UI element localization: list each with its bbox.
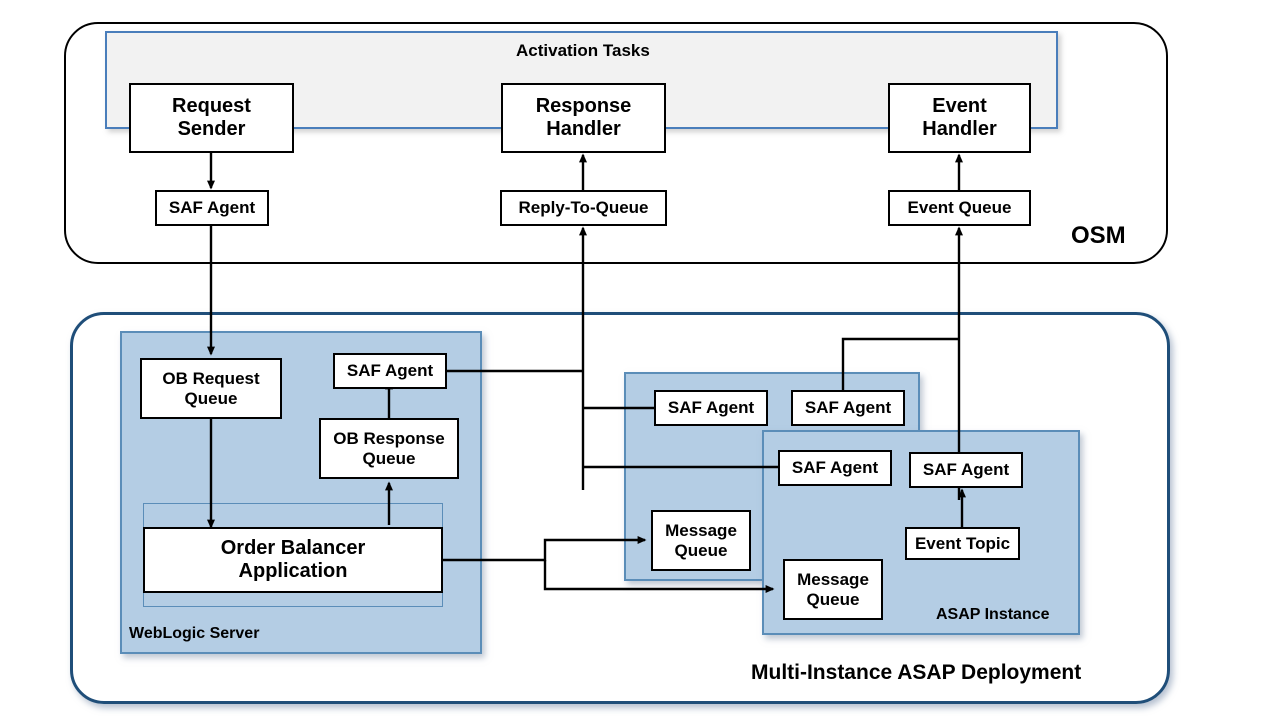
node-ob-response-queue[interactable]: OB Response Queue bbox=[319, 418, 459, 479]
node-reply-to-queue[interactable]: Reply-To-Queue bbox=[500, 190, 667, 226]
node-asap-front-event-topic[interactable]: Event Topic bbox=[905, 527, 1020, 560]
node-asap-back-saf-agent-left[interactable]: SAF Agent bbox=[654, 390, 768, 426]
node-asap-back-message-queue[interactable]: Message Queue bbox=[651, 510, 751, 571]
node-event-handler[interactable]: Event Handler bbox=[888, 83, 1031, 153]
multi-instance-asap-deployment-container bbox=[70, 312, 1170, 704]
connector-order-balancer-to-message-queue-front bbox=[543, 560, 775, 593]
asap-instance-front-label: ASAP Instance bbox=[936, 606, 1050, 623]
connector-asap-back-saf-right-to-event-trunk bbox=[841, 337, 959, 390]
connector-order-balancer-to-message-queue-back bbox=[443, 536, 647, 562]
node-asap-back-saf-agent-right[interactable]: SAF Agent bbox=[791, 390, 905, 426]
node-order-balancer-application[interactable]: Order Balancer Application bbox=[143, 527, 443, 593]
node-asap-front-saf-agent-right[interactable]: SAF Agent bbox=[909, 452, 1023, 488]
osm-label: OSM bbox=[1071, 222, 1126, 249]
node-asap-front-saf-agent-left[interactable]: SAF Agent bbox=[778, 450, 892, 486]
node-request-sender[interactable]: Request Sender bbox=[129, 83, 294, 153]
node-event-queue[interactable]: Event Queue bbox=[888, 190, 1031, 226]
multi-instance-asap-deployment-label: Multi-Instance ASAP Deployment bbox=[751, 661, 1082, 684]
node-asap-front-message-queue[interactable]: Message Queue bbox=[783, 559, 883, 620]
node-ob-request-queue[interactable]: OB Request Queue bbox=[140, 358, 282, 419]
node-osm-saf-agent[interactable]: SAF Agent bbox=[155, 190, 269, 226]
osm-container bbox=[64, 22, 1168, 264]
weblogic-server-label: WebLogic Server bbox=[129, 625, 260, 642]
node-response-handler[interactable]: Response Handler bbox=[501, 83, 666, 153]
activation-tasks-label: Activation Tasks bbox=[516, 41, 650, 60]
node-weblogic-saf-agent[interactable]: SAF Agent bbox=[333, 353, 447, 389]
